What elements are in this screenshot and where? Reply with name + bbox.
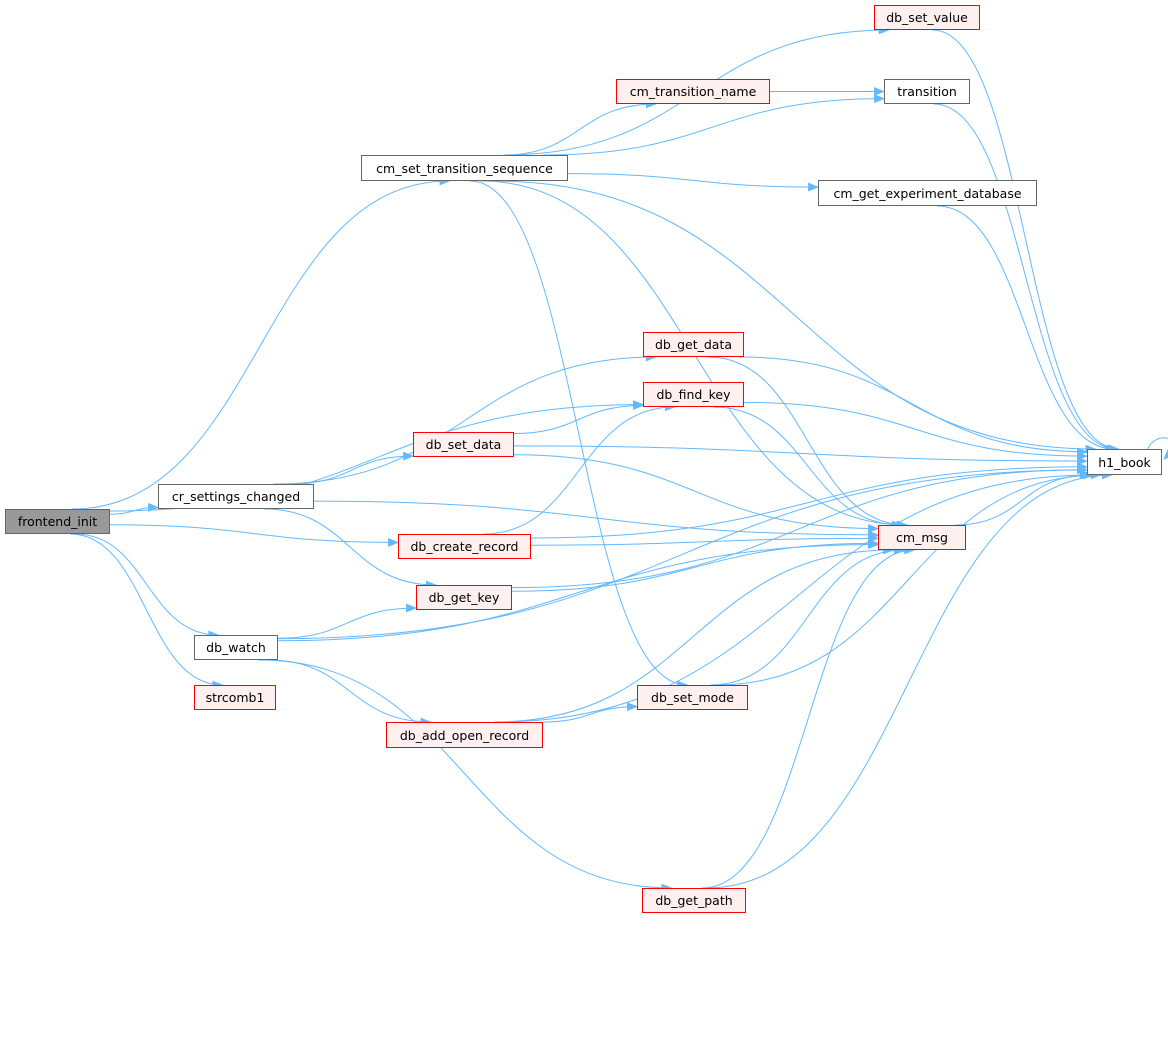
node-strcomb1[interactable]: strcomb1 (194, 685, 276, 710)
edge-cr_settings_changed-to-db_get_key (264, 508, 437, 590)
edge-db_get_data-to-h1_book (739, 356, 1089, 457)
edge-cm_msg-to-h1_book (955, 470, 1091, 526)
edge-db_watch-to-db_get_path (258, 659, 673, 893)
node-db-get-data[interactable]: db_get_data (643, 332, 744, 357)
node-db-watch[interactable]: db_watch (194, 635, 278, 660)
edge-frontend_init-to-db_create_record (109, 524, 400, 547)
edge-db_set_mode-to-cm_msg (710, 545, 906, 686)
node-db-set-data[interactable]: db_set_data (413, 432, 514, 457)
edge-transition-to-h1_book (933, 103, 1119, 454)
edge-db_set_data-to-h1_book (513, 445, 1089, 466)
edge-frontend_init-to-db_watch (75, 533, 220, 640)
edge-db_get_key-to-h1_book (511, 465, 1089, 589)
edge-db_find_key-to-h1_book (743, 401, 1089, 461)
edge-cr_settings_changed-to-db_get_data (273, 352, 657, 485)
edge-h1_book-to-h1_book (1147, 437, 1168, 460)
node-db-get-path[interactable]: db_get_path (642, 888, 746, 913)
node-cm-get-experiment-database[interactable]: cm_get_experiment_database (818, 180, 1037, 206)
node-cr-settings-changed[interactable]: cr_settings_changed (158, 484, 314, 509)
edge-cm_set_transition_sequence-to-transition (543, 94, 886, 156)
node-db-add-open-record[interactable]: db_add_open_record (386, 722, 543, 748)
node-db-create-record[interactable]: db_create_record (398, 534, 531, 559)
edge-db_add_open_record-to-h1_book (495, 470, 1095, 723)
edge-db_set_value-to-h1_book (932, 29, 1120, 454)
edge-db_set_mode-to-h1_book (715, 470, 1102, 686)
node-cm-msg[interactable]: cm_msg (878, 525, 966, 550)
edge-cr_settings_changed-to-db_set_data (290, 451, 415, 485)
node-cm-set-transition-sequence[interactable]: cm_set_transition_sequence (361, 155, 568, 181)
edge-db_set_data-to-cm_msg (513, 454, 880, 533)
edge-db_get_path-to-cm_msg (701, 545, 916, 889)
edge-frontend_init-to-cm_set_transition_sequence (71, 176, 451, 510)
node-h1-book[interactable]: h1_book (1087, 449, 1162, 475)
edge-cm_get_experiment_database-to-h1_book (937, 205, 1117, 454)
node-db-find-key[interactable]: db_find_key (643, 382, 744, 407)
edge-db_add_open_record-to-db_set_mode (542, 702, 639, 723)
node-db-set-mode[interactable]: db_set_mode (637, 685, 748, 710)
node-db-get-key[interactable]: db_get_key (416, 585, 512, 610)
edge-db_watch-to-cm_msg (277, 540, 880, 642)
edge-cm_set_transition_sequence-to-db_set_mode (470, 180, 689, 690)
edge-db_watch-to-db_get_key (277, 603, 418, 639)
edge-frontend_init-to-strcomb1 (70, 533, 224, 690)
edge-db_add_open_record-to-cm_msg (494, 545, 895, 723)
edge-cm_set_transition_sequence-to-cm_get_experiment_database (567, 173, 820, 192)
edge-db_get_data-to-cm_msg (708, 356, 909, 530)
node-db-set-value[interactable]: db_set_value (874, 5, 980, 30)
edge-db_get_path-to-h1_book (706, 470, 1113, 889)
edge-cm_set_transition_sequence-to-cm_transition_name (503, 99, 657, 156)
node-frontend-init[interactable]: frontend_init (5, 509, 110, 534)
edge-db_watch-to-h1_book (277, 465, 1089, 640)
edge-db_find_key-to-cm_msg (713, 406, 904, 530)
edge-db_set_data-to-db_find_key (513, 401, 645, 435)
node-transition[interactable]: transition (884, 79, 970, 104)
edge-db_watch-to-db_add_open_record (268, 659, 432, 727)
edge-db_create_record-to-h1_book (530, 462, 1089, 539)
edge-cm_set_transition_sequence-to-h1_book (493, 180, 1097, 454)
edge-db_get_key-to-cm_msg (511, 538, 880, 592)
edge-db_create_record-to-cm_msg (530, 533, 880, 546)
edge-cr_settings_changed-to-cm_msg (313, 500, 880, 540)
node-cm-transition-name[interactable]: cm_transition_name (616, 79, 770, 104)
edge-db_create_record-to-db_find_key (483, 402, 676, 535)
